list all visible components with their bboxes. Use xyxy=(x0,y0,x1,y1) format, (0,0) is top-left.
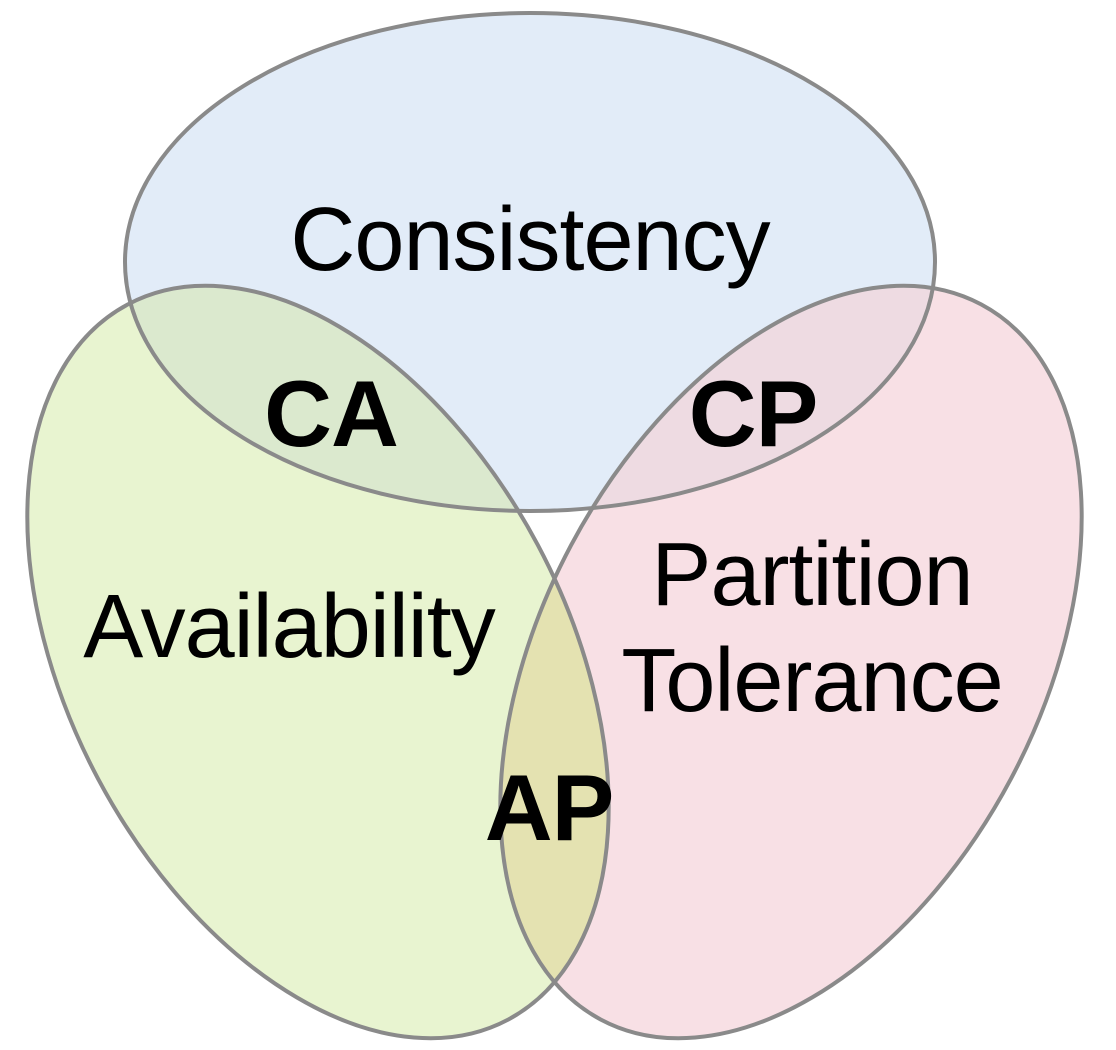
partition-tolerance-outline xyxy=(498,283,1084,1041)
partition-tolerance-label-line2: Tolerance xyxy=(621,631,1003,731)
ap-label: AP xyxy=(484,755,615,860)
consistency-label: Consistency xyxy=(290,190,770,290)
availability-outline xyxy=(25,283,611,1041)
cp-label: CP xyxy=(688,361,819,466)
cp-intersection-region xyxy=(500,285,935,511)
availability-label: Availability xyxy=(83,577,496,677)
ca-label: CA xyxy=(264,361,399,466)
consistency-outline xyxy=(123,11,937,513)
partition-tolerance-label: Partition Tolerance xyxy=(621,522,1003,734)
partition-tolerance-label-line1: Partition xyxy=(651,525,973,625)
